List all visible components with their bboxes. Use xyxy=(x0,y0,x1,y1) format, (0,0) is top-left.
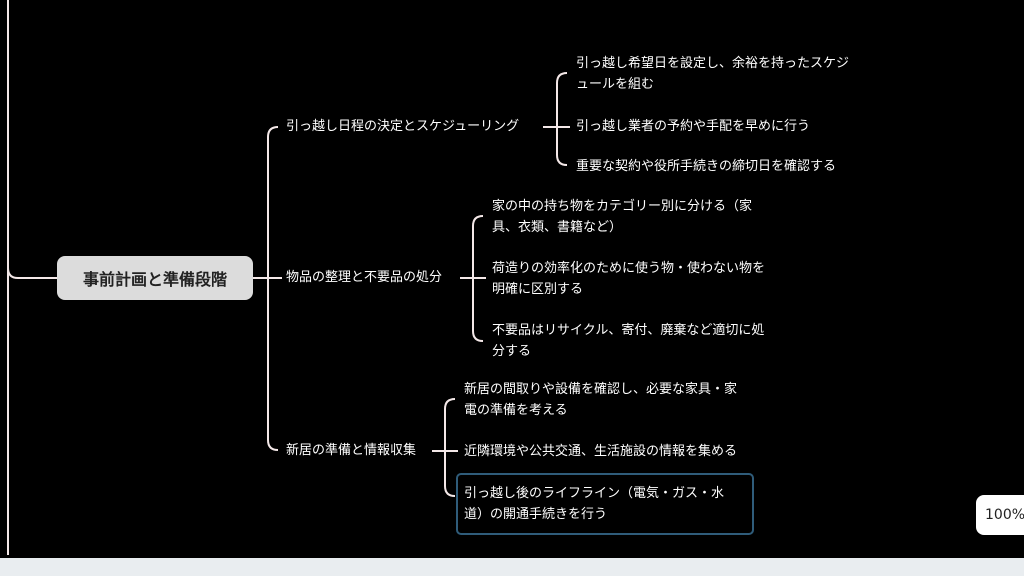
connector-lines xyxy=(7,0,570,555)
leaf-line: 不要品はリサイクル、寄付、廃棄など適切に処 xyxy=(492,323,765,338)
leaf-line: 分する xyxy=(492,344,532,359)
leaf-line: 引っ越し希望日を設定し、余裕を持ったスケジ xyxy=(576,56,850,71)
bottom-bar xyxy=(0,558,1024,576)
root-node[interactable]: 事前計画と準備段階 xyxy=(57,256,253,300)
branch-node[interactable]: 引っ越し日程の決定とスケジューリング xyxy=(286,119,520,134)
leaf-node-selected[interactable]: 引っ越し後のライフライン（電気・ガス・水道）の開通手続きを行う xyxy=(464,483,724,525)
leaf-node[interactable]: 引っ越し業者の予約や手配を早めに行う xyxy=(576,119,811,134)
leaf-line: 家の中の持ち物をカテゴリー別に分ける（家 xyxy=(492,199,753,214)
leaf-line: 荷造りの効率化のために使う物・使わない物を xyxy=(492,261,766,276)
leaf-line: 電の準備を考える xyxy=(464,403,568,418)
leaf-line: 引っ越し後のライフライン（電気・ガス・水 xyxy=(464,486,725,501)
branch-node[interactable]: 物品の整理と不要品の処分 xyxy=(286,270,443,285)
branch-node[interactable]: 新居の準備と情報収集 xyxy=(286,443,417,458)
leaf-node[interactable]: 不要品はリサイクル、寄付、廃棄など適切に処分する xyxy=(492,320,764,362)
leaf-line: 具、衣類、書籍など） xyxy=(492,220,623,235)
mindmap-canvas[interactable]: 事前計画と準備段階 引っ越し日程の決定とスケジューリング 物品の整理と不要品の処… xyxy=(0,0,1024,558)
leaf-node[interactable]: 家の中の持ち物をカテゴリー別に分ける（家具、衣類、書籍など） xyxy=(492,196,752,238)
leaf-node[interactable]: 引っ越し希望日を設定し、余裕を持ったスケジュールを組む xyxy=(576,53,849,95)
zoom-level-button[interactable]: 100% xyxy=(976,495,1024,535)
leaf-node[interactable]: 新居の間取りや設備を確認し、必要な家具・家電の準備を考える xyxy=(464,379,737,421)
leaf-line: 道）の開通手続きを行う xyxy=(464,507,608,522)
leaf-node[interactable]: 重要な契約や役所手続きの締切日を確認する xyxy=(576,159,837,174)
leaf-line: 新居の間取りや設備を確認し、必要な家具・家 xyxy=(464,382,738,397)
leaf-line: ュールを組む xyxy=(576,77,655,92)
selected-node-outline xyxy=(456,473,754,535)
leaf-node[interactable]: 近隣環境や公共交通、生活施設の情報を集める xyxy=(464,444,738,459)
leaf-node[interactable]: 荷造りの効率化のために使う物・使わない物を明確に区別する xyxy=(492,258,765,300)
leaf-line: 明確に区別する xyxy=(492,282,584,297)
